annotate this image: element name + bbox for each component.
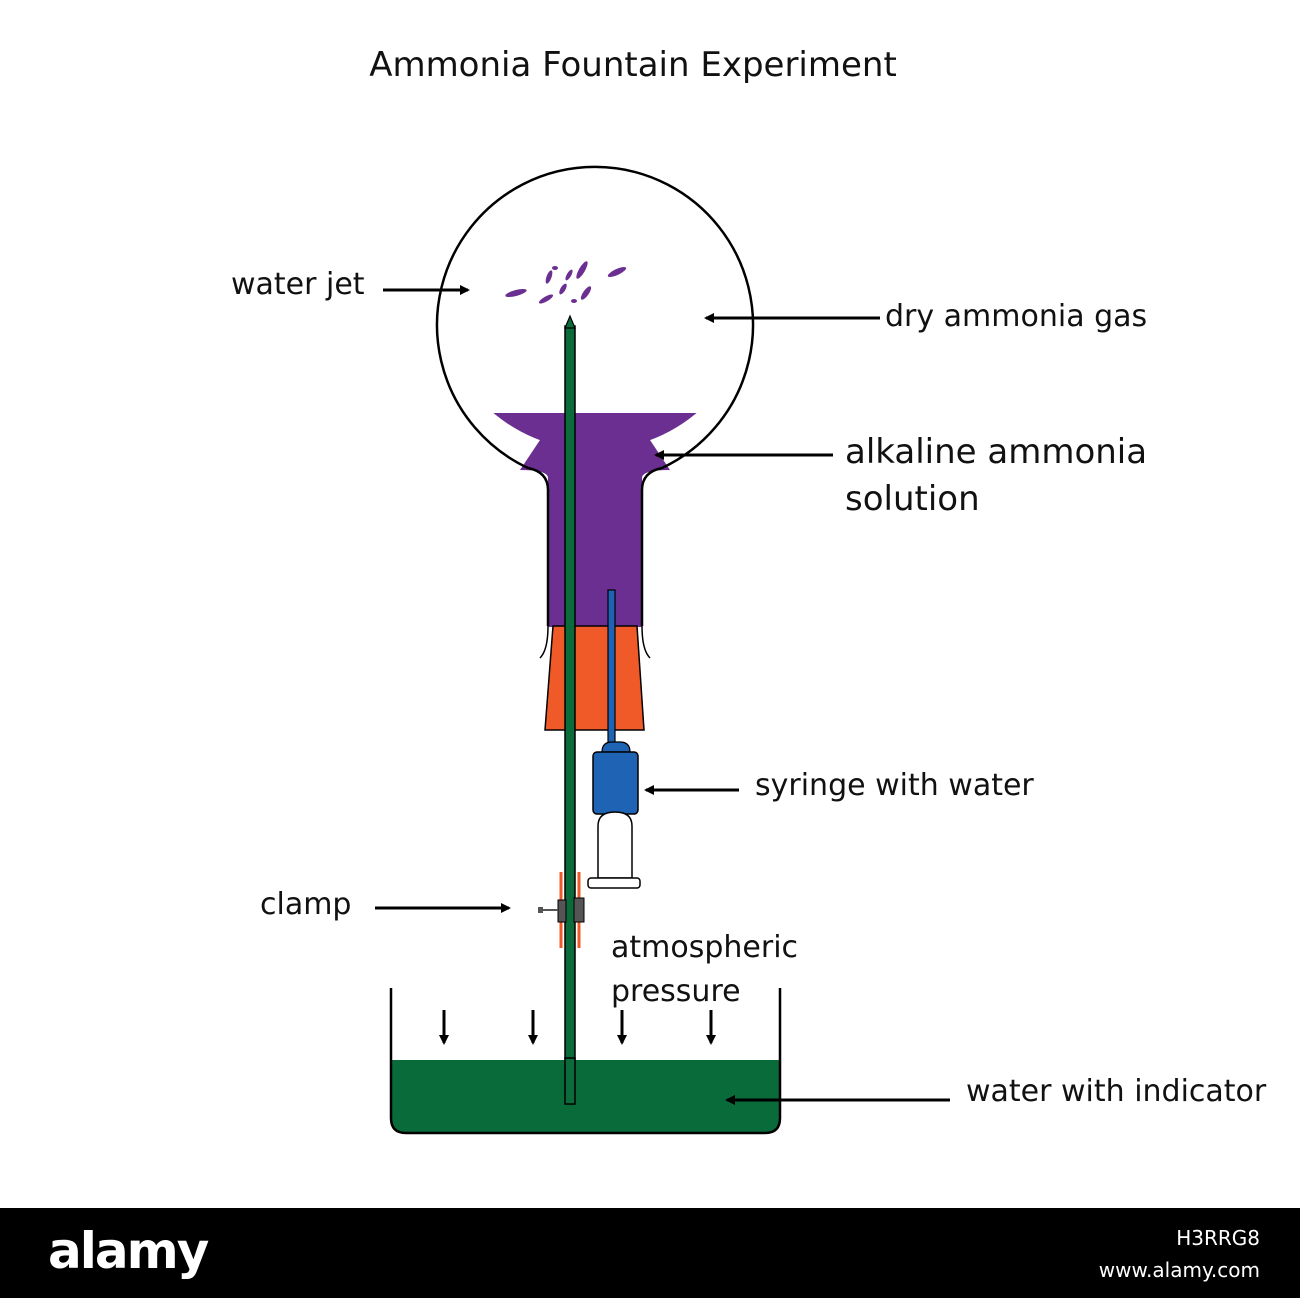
jet-nozzle [564,314,576,329]
clamp [538,872,585,948]
label-clamp: clamp [260,887,351,922]
label-atmospheric-line2: pressure [611,974,741,1009]
water-jet-splash [505,261,627,304]
pressure-arrows [439,1010,716,1045]
label-alkaline-line1: alkaline ammonia [845,432,1147,472]
alamy-logo: alamy [48,1222,209,1280]
water-with-indicator-fill [391,1060,780,1133]
label-alkaline-line2: solution [845,479,980,519]
ammonia-solution [437,413,753,627]
diagram-title: Ammonia Fountain Experiment [369,45,897,85]
trough [389,988,782,1135]
round-bottom-flask [435,165,755,626]
site-url: www.alamy.com [1098,1258,1260,1282]
label-atmospheric-line1: atmospheric [611,930,798,965]
fountain-diagram: Ammonia Fountain Experiment [231,45,1267,1135]
rubber-stopper [544,625,645,731]
image-id: H3RRG8 [1176,1226,1260,1250]
label-water-indicator: water with indicator [966,1074,1267,1109]
glass-tube [564,325,576,1105]
watermark-footer: alamy H3RRG8 www.alamy.com [0,1208,1300,1298]
label-water-jet: water jet [231,267,365,302]
syringe [587,589,641,889]
label-syringe: syringe with water [755,768,1034,803]
tube-in-water [564,1057,576,1105]
label-dry-ammonia-gas: dry ammonia gas [885,299,1147,334]
